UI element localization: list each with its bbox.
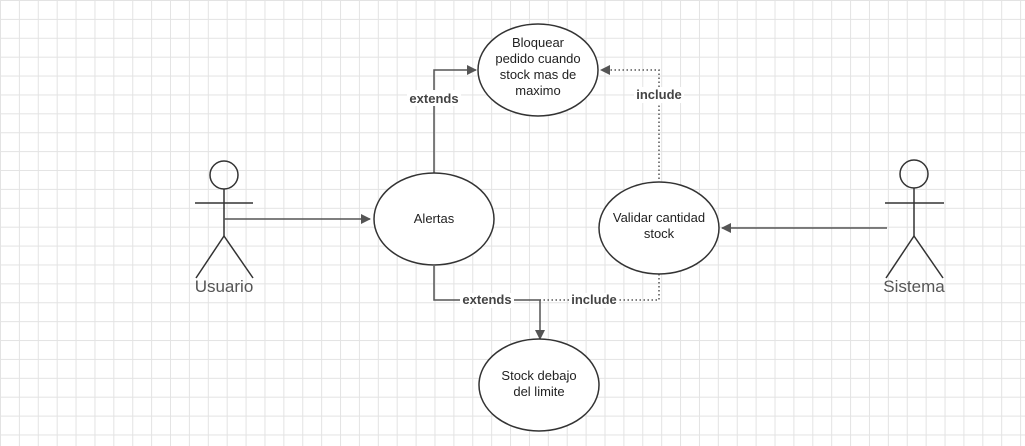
use-case-validar-line: Validar cantidad: [613, 210, 705, 225]
actor-usuario-leg-right: [223, 235, 254, 279]
actor-sistema[interactable]: Sistema: [883, 159, 945, 296]
actor-usuario[interactable]: Usuario: [195, 160, 254, 296]
use-case-stock-debajo-line: del limite: [513, 384, 564, 399]
use-case-stock-debajo-line: Stock debajo: [501, 368, 576, 383]
edge-alertas-bloquear: [433, 65, 477, 173]
use-case-validar-shape: [598, 181, 720, 275]
use-case-bloquear-shape: [477, 23, 599, 117]
use-case-bloquear-line: pedido cuando: [495, 51, 580, 66]
use-case-bloquear-line: Bloquear: [512, 35, 565, 50]
use-case-validar[interactable]: Validar cantidad stock: [598, 181, 720, 275]
actor-sistema-label: Sistema: [883, 277, 945, 296]
use-case-alertas[interactable]: Alertas: [373, 172, 495, 266]
edge-label-alertas-bloquear: extends: [409, 91, 458, 106]
actor-usuario-head: [209, 160, 239, 190]
use-case-stock-debajo-shape: [478, 338, 600, 432]
use-case-stock-debajo[interactable]: Stock debajo del limite: [478, 338, 600, 432]
actor-usuario-leg-left: [195, 235, 225, 279]
use-case-validar-line: stock: [644, 226, 675, 241]
edge-label-validar-stock: include: [571, 292, 617, 307]
edge-label-alertas-stock: extends: [462, 292, 511, 307]
actor-sistema-leg-right: [913, 235, 944, 279]
edge-label-validar-bloquear: include: [636, 87, 682, 102]
edge-validar-bloquear: [600, 65, 660, 183]
actor-usuario-label: Usuario: [195, 277, 254, 296]
actor-sistema-head: [899, 159, 929, 189]
edge-label-bg: [634, 87, 684, 103]
edge-label-bg: [407, 90, 461, 106]
use-case-bloquear-line: maximo: [515, 83, 561, 98]
edge-label-bg: [460, 293, 514, 308]
actor-sistema-leg-left: [885, 235, 915, 279]
edge-label-bg: [569, 293, 619, 308]
use-case-alertas-line: Alertas: [414, 211, 455, 226]
use-case-bloquear-line: stock mas de: [500, 67, 577, 82]
use-case-alertas-shape: [373, 172, 495, 266]
use-case-bloquear[interactable]: Bloquear pedido cuando stock mas de maxi…: [477, 23, 599, 117]
